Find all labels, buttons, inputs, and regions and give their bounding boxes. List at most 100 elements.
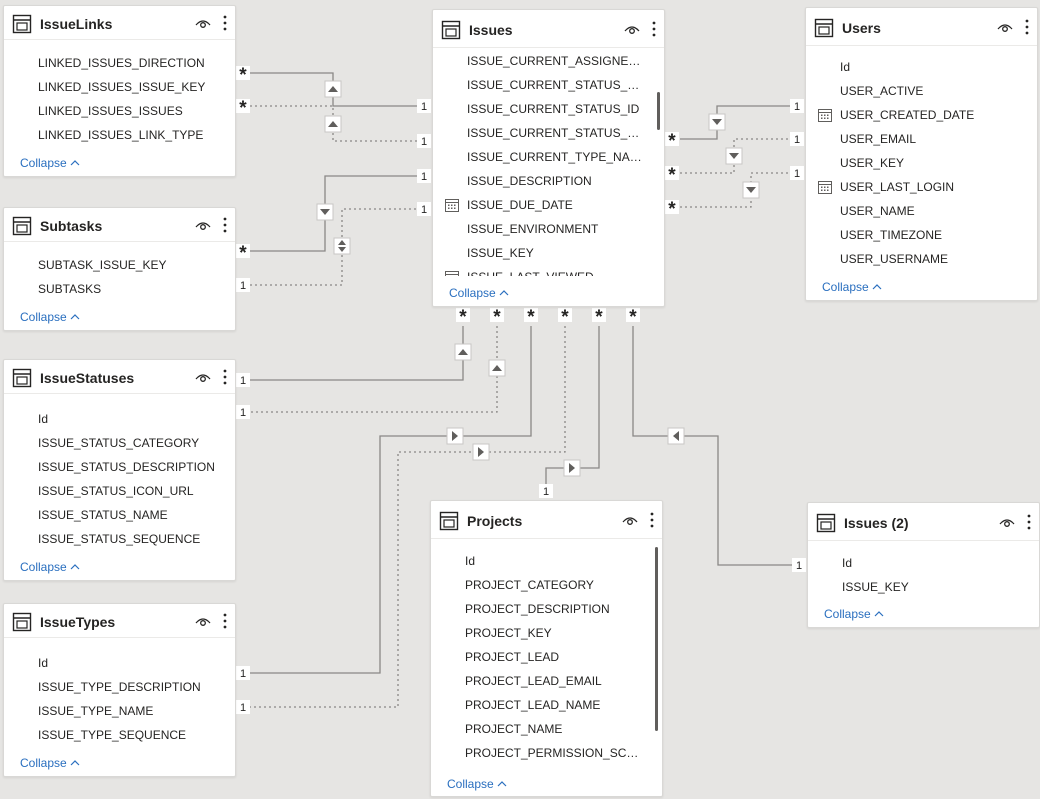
- collapse-link[interactable]: Collapse: [824, 607, 884, 621]
- field-item[interactable]: USER_USERNAME: [840, 252, 949, 266]
- svg-text:1: 1: [796, 560, 802, 572]
- eye-icon[interactable]: [622, 515, 638, 527]
- field-item[interactable]: Id: [842, 556, 853, 570]
- table-card-issuestatuses[interactable]: IssueStatuses Id ISSUE_STATUS_CATEGORY I…: [3, 359, 236, 581]
- field-item[interactable]: LINKED_ISSUES_LINK_TYPE: [38, 128, 204, 142]
- more-options-icon[interactable]: [648, 511, 656, 529]
- field-item[interactable]: USER_EMAIL: [840, 132, 917, 146]
- table-card-issuelinks[interactable]: IssueLinks LINKED_ISSUES_DIRECTION LINKE…: [3, 5, 236, 177]
- more-options-icon[interactable]: [1023, 18, 1031, 36]
- table-header[interactable]: Issues (2): [808, 503, 1039, 541]
- cardinality-many-marker: *: [236, 98, 250, 119]
- field-item[interactable]: PROJECT_LEAD_EMAIL: [465, 674, 602, 688]
- field-item[interactable]: USER_TIMEZONE: [840, 228, 943, 242]
- field-item[interactable]: USER_ACTIVE: [840, 84, 924, 98]
- field-item[interactable]: LINKED_ISSUES_ISSUE_KEY: [38, 80, 206, 94]
- calendar-icon: [445, 271, 459, 276]
- table-header[interactable]: Subtasks: [4, 208, 235, 242]
- field-item[interactable]: SUBTASKS: [38, 282, 102, 296]
- collapse-link[interactable]: Collapse: [20, 156, 80, 170]
- collapse-link[interactable]: Collapse: [20, 560, 80, 574]
- eye-icon[interactable]: [997, 22, 1013, 34]
- eye-icon[interactable]: [195, 616, 211, 628]
- field-item[interactable]: ISSUE_STATUS_CATEGORY: [38, 436, 200, 450]
- eye-icon[interactable]: [195, 372, 211, 384]
- field-item[interactable]: USER_KEY: [840, 156, 905, 170]
- field-item[interactable]: SUBTASK_ISSUE_KEY: [38, 258, 167, 272]
- field-item[interactable]: ISSUE_STATUS_DESCRIPTION: [38, 460, 215, 474]
- field-item[interactable]: ISSUE_CURRENT_STATUS_CATE...: [467, 78, 644, 92]
- chevron-up-icon: [70, 564, 80, 570]
- table-card-issues[interactable]: Issues ISSUE_CURRENT_ASSIGNEE_N... ISSUE…: [432, 9, 665, 307]
- more-options-icon[interactable]: [221, 14, 229, 32]
- field-item[interactable]: USER_NAME: [840, 204, 915, 218]
- field-item[interactable]: PROJECT_KEY: [465, 626, 552, 640]
- field-item[interactable]: ISSUE_LAST_VIEWED: [433, 265, 664, 276]
- field-item[interactable]: ISSUE_CURRENT_TYPE_NAME: [467, 150, 644, 164]
- scrollbar[interactable]: [657, 92, 660, 130]
- field-item[interactable]: ISSUE_STATUS_NAME: [38, 508, 168, 522]
- field-viewport[interactable]: ISSUE_CURRENT_ASSIGNEE_N... ISSUE_CURREN…: [433, 49, 664, 276]
- table-card-subtasks[interactable]: Subtasks SUBTASK_ISSUE_KEY SUBTASKS Coll…: [3, 207, 236, 331]
- table-header[interactable]: IssueStatuses: [4, 360, 235, 394]
- svg-text:*: *: [629, 307, 637, 328]
- field-item[interactable]: USER_LAST_LOGIN: [806, 175, 1037, 199]
- collapse-link[interactable]: Collapse: [447, 777, 507, 791]
- field-item[interactable]: ISSUE_CURRENT_ASSIGNEE_N...: [467, 54, 644, 68]
- table-header[interactable]: IssueLinks: [4, 6, 235, 40]
- table-header[interactable]: Projects: [431, 501, 662, 539]
- collapse-link[interactable]: Collapse: [822, 280, 882, 294]
- svg-text:*: *: [595, 307, 603, 328]
- field-item[interactable]: PROJECT_DESCRIPTION: [465, 602, 610, 616]
- field-item[interactable]: ISSUE_CURRENT_STATUS_NAME: [467, 126, 644, 140]
- field-item[interactable]: Id: [840, 60, 851, 74]
- table-card-users[interactable]: Users Id USER_ACTIVE USER_CREATED_DATE U…: [805, 7, 1038, 301]
- field-item[interactable]: Id: [38, 656, 49, 670]
- table-icon: [12, 368, 32, 388]
- scrollbar[interactable]: [655, 547, 658, 731]
- field-item[interactable]: Id: [38, 412, 49, 426]
- field-item[interactable]: ISSUE_TYPE_SEQUENCE: [38, 728, 187, 742]
- field-item[interactable]: ISSUE_TYPE_NAME: [38, 704, 154, 718]
- collapse-link[interactable]: Collapse: [20, 310, 80, 324]
- field-item[interactable]: PROJECT_NAME: [465, 722, 563, 736]
- field-item[interactable]: ISSUE_TYPE_DESCRIPTION: [38, 680, 201, 694]
- collapse-link[interactable]: Collapse: [449, 286, 509, 300]
- field-item[interactable]: ISSUE_STATUS_SEQUENCE: [38, 532, 201, 546]
- table-card-issues-2[interactable]: Issues (2) Id ISSUE_KEY Collapse: [807, 502, 1040, 628]
- collapse-link[interactable]: Collapse: [20, 756, 80, 770]
- field-item[interactable]: ISSUE_ENVIRONMENT: [467, 222, 599, 236]
- field-item[interactable]: ISSUE_DUE_DATE: [433, 193, 664, 217]
- table-card-projects[interactable]: Projects Id PROJECT_CATEGORY PROJECT_DES…: [430, 500, 663, 797]
- eye-icon[interactable]: [624, 24, 640, 36]
- table-title: Projects: [467, 513, 523, 529]
- more-options-icon[interactable]: [221, 612, 229, 630]
- svg-text:*: *: [668, 165, 676, 186]
- field-item[interactable]: PROJECT_LEAD: [465, 650, 560, 664]
- field-item[interactable]: PROJECT_PERMISSION_SCHEM...: [465, 746, 642, 760]
- svg-text:1: 1: [794, 101, 800, 113]
- field-item[interactable]: ISSUE_CURRENT_STATUS_ID: [467, 102, 640, 116]
- field-item[interactable]: LINKED_ISSUES_DIRECTION: [38, 56, 205, 70]
- table-card-issuetypes[interactable]: IssueTypes Id ISSUE_TYPE_DESCRIPTION ISS…: [3, 603, 236, 777]
- eye-icon[interactable]: [195, 18, 211, 30]
- cardinality-one-marker: 1: [792, 558, 806, 572]
- more-options-icon[interactable]: [650, 20, 658, 38]
- field-item[interactable]: PROJECT_LEAD_NAME: [465, 698, 601, 712]
- more-options-icon[interactable]: [221, 368, 229, 386]
- eye-icon[interactable]: [999, 517, 1015, 529]
- field-item[interactable]: ISSUE_STATUS_ICON_URL: [38, 484, 194, 498]
- field-item[interactable]: LINKED_ISSUES_ISSUES: [38, 104, 183, 118]
- field-item[interactable]: ISSUE_KEY: [467, 246, 534, 260]
- table-header[interactable]: Issues: [433, 10, 664, 48]
- field-item[interactable]: USER_CREATED_DATE: [806, 103, 1037, 127]
- table-header[interactable]: IssueTypes: [4, 604, 235, 638]
- field-item[interactable]: ISSUE_KEY: [842, 580, 909, 594]
- field-item[interactable]: Id: [465, 554, 476, 568]
- eye-icon[interactable]: [195, 220, 211, 232]
- table-header[interactable]: Users: [806, 8, 1037, 46]
- more-options-icon[interactable]: [1025, 513, 1033, 531]
- more-options-icon[interactable]: [221, 216, 229, 234]
- field-item[interactable]: PROJECT_CATEGORY: [465, 578, 594, 592]
- field-item[interactable]: ISSUE_DESCRIPTION: [467, 174, 592, 188]
